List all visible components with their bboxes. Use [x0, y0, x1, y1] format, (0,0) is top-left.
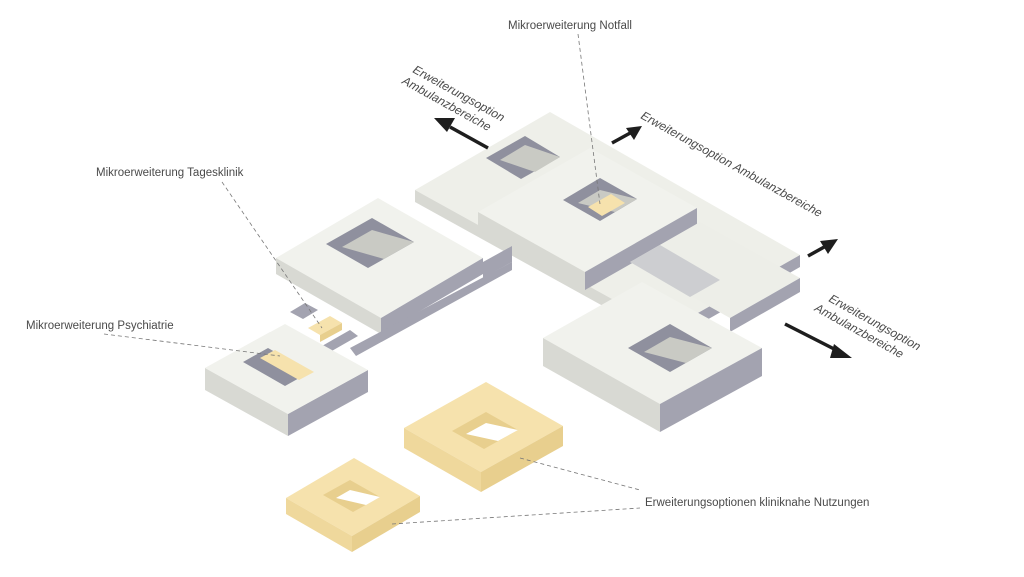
arrow-southeast [784, 322, 852, 358]
leader-psychiatrie [103, 333, 281, 357]
micro-expansion-tagesklinik [308, 316, 342, 335]
label-notfall: Mikroerweiterung Notfall [508, 20, 632, 32]
micro-expansion-notfall [588, 194, 625, 216]
arrow-northwest [434, 118, 489, 150]
building-tagesklinik [276, 198, 512, 356]
building-psychiatrie [205, 324, 368, 436]
building-east-wing [630, 222, 800, 332]
connector-west [290, 303, 358, 352]
building-notfall [478, 148, 697, 290]
leader-tagesklinik [221, 181, 323, 329]
label-kliniknahe: Erweiterungsoptionen kliniknahe Nutzunge… [645, 497, 869, 509]
arrow-northeast [611, 126, 642, 145]
leader-kliniknahe-large [519, 457, 641, 491]
expansion-option-small [286, 458, 420, 552]
leader-notfall [577, 33, 601, 205]
label-psychiatrie: Mikroerweiterung Psychiatrie [26, 320, 174, 332]
expansion-option-large [404, 382, 563, 492]
arrow-east [807, 239, 838, 258]
label-tagesklinik: Mikroerweiterung Tagesklinik [96, 167, 244, 179]
micro-expansion-psychiatrie [260, 350, 314, 380]
building-southeast [543, 282, 762, 432]
leader-kliniknahe-small [391, 507, 641, 525]
